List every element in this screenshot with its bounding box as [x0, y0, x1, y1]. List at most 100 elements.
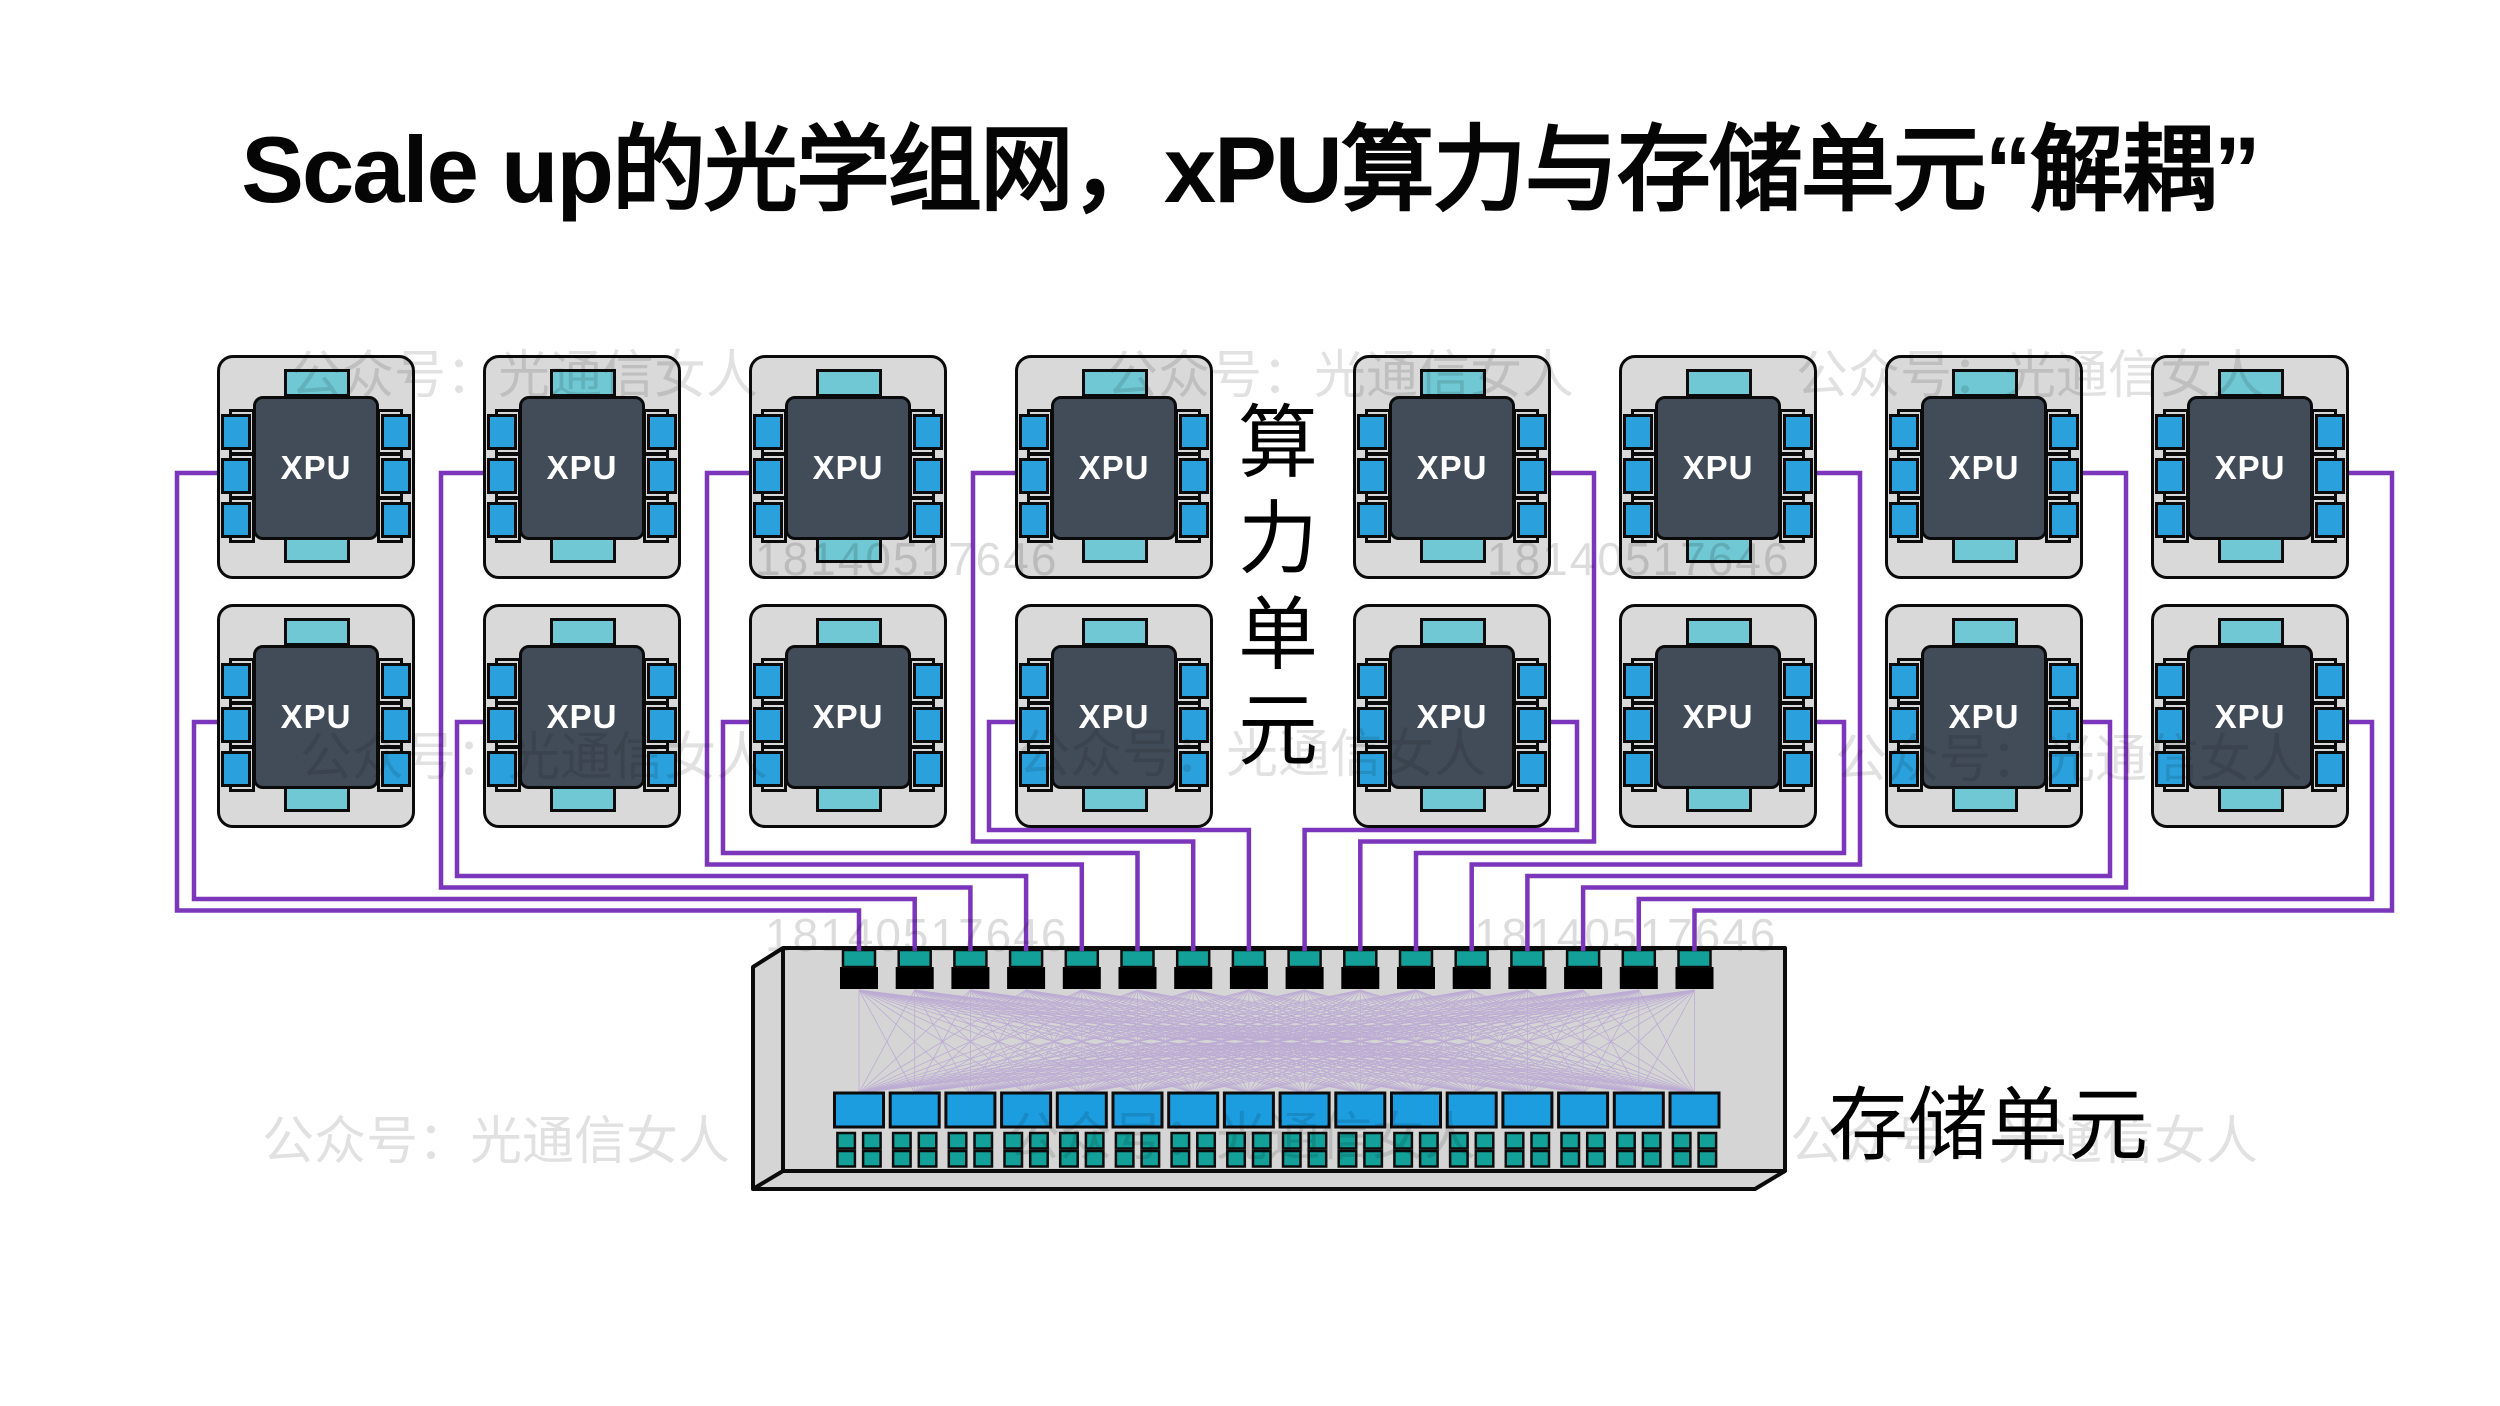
chip-port-left-2	[1357, 458, 1387, 494]
chip-connector-top	[2218, 369, 2284, 397]
chip-port-right-2	[647, 707, 677, 743]
chip-port-left-1	[1357, 414, 1387, 450]
uplink-port-body	[1675, 967, 1714, 989]
uplink-port-tip	[1175, 948, 1211, 969]
xpu-chip-r2-c6: XPU	[1619, 604, 1817, 828]
uplink-port-body	[1062, 967, 1101, 989]
chip-port-right-3	[2049, 751, 2079, 787]
optical-module	[1055, 1091, 1108, 1129]
uplink-port-tip	[1621, 948, 1657, 969]
chip-port-right-3	[647, 751, 677, 787]
xpu-link-line-13	[1525, 719, 2113, 951]
chip-port-left-1	[1623, 663, 1653, 699]
storage-port	[1697, 1149, 1718, 1168]
chip-die: XPU	[1051, 645, 1177, 789]
chip-connector-top	[816, 369, 882, 397]
chip-port-left-1	[1357, 663, 1387, 699]
chip-port-left-1	[1623, 414, 1653, 450]
uplink-port-body	[1619, 967, 1658, 989]
xpu-link-line-2	[191, 719, 917, 951]
chip-port-right-1	[2049, 663, 2079, 699]
chip-label: XPU	[1948, 449, 2020, 486]
xpu-chip-r1-c3: XPU	[749, 355, 947, 579]
uplink-port-tip	[1064, 948, 1100, 969]
chip-port-left-3	[1889, 751, 1919, 787]
chip-port-right-1	[913, 663, 943, 699]
storage-port	[973, 1149, 994, 1168]
chip-label: XPU	[2214, 698, 2286, 735]
storage-port	[1140, 1149, 1161, 1168]
chip-port-left-3	[487, 751, 517, 787]
storage-port	[1560, 1149, 1581, 1168]
chip-port-left-3	[221, 751, 251, 787]
chip-port-left-3	[753, 751, 783, 787]
storage-port	[1337, 1131, 1358, 1150]
optical-module	[1167, 1091, 1220, 1129]
chip-label: XPU	[1416, 449, 1488, 486]
xpu-link-line-14	[1580, 470, 2129, 951]
xpu-chip-r1-c6: XPU	[1619, 355, 1817, 579]
xpu-chip-r2-c1: XPU	[217, 604, 415, 828]
chip-port-right-2	[1179, 707, 1209, 743]
storage-port	[1337, 1149, 1358, 1168]
uplink-port-tip	[953, 948, 988, 969]
storage-port	[1003, 1131, 1024, 1150]
optical-module	[1111, 1091, 1164, 1129]
storage-port	[1504, 1131, 1525, 1150]
storage-port	[861, 1149, 882, 1168]
chip-label: XPU	[546, 698, 618, 735]
chip-connector-top	[550, 618, 616, 646]
chip-port-left-3	[2155, 751, 2185, 787]
uplink-port-tip	[841, 948, 877, 969]
storage-port	[1615, 1131, 1636, 1150]
uplink-port-body	[1508, 967, 1547, 989]
chip-port-left-3	[1019, 502, 1049, 538]
xpu-chip-r2-c8: XPU	[2151, 604, 2349, 828]
chip-port-right-3	[2315, 751, 2345, 787]
xpu-chip-r2-c7: XPU	[1885, 604, 2083, 828]
optical-module	[833, 1091, 885, 1129]
chip-connector-top	[1420, 618, 1486, 646]
chip-port-right-2	[647, 458, 677, 494]
xpu-chip-r2-c5: XPU	[1353, 604, 1551, 828]
chip-connector-top	[1686, 618, 1752, 646]
optical-module	[1557, 1091, 1610, 1129]
chip-port-right-2	[381, 458, 411, 494]
chip-connector-top	[284, 369, 350, 397]
uplink-port-tip	[1454, 948, 1489, 969]
optical-module	[1445, 1091, 1498, 1129]
uplink-port-body	[1007, 967, 1046, 989]
xpu-chip-r1-c7: XPU	[1885, 355, 2083, 579]
chip-port-left-1	[221, 414, 251, 450]
chip-port-left-3	[1889, 502, 1919, 538]
uplink-port-tip	[1565, 948, 1601, 969]
chip-port-right-3	[1783, 751, 1813, 787]
storage-port	[947, 1149, 968, 1168]
storage-port	[1084, 1131, 1105, 1150]
chip-port-right-1	[2049, 414, 2079, 450]
uplink-port-body	[1118, 967, 1157, 989]
chip-port-left-3	[2155, 502, 2185, 538]
chip-label: XPU	[1078, 698, 1150, 735]
storage-port	[1114, 1149, 1135, 1168]
xpu-link-line-15	[1636, 719, 2375, 951]
chip-connector-top	[1686, 369, 1752, 397]
xpu-link-line-3	[438, 470, 973, 951]
chip-port-right-1	[913, 414, 943, 450]
uplink-port-tip	[897, 948, 932, 969]
chip-port-left-1	[2155, 414, 2185, 450]
uplink-port-tip	[1287, 948, 1322, 969]
xpu-link-line-6	[720, 719, 1140, 951]
storage-port	[1196, 1149, 1217, 1168]
storage-port	[1084, 1149, 1105, 1168]
chip-port-right-2	[1783, 458, 1813, 494]
storage-port	[1530, 1131, 1551, 1150]
storage-port	[1028, 1131, 1049, 1150]
chip-port-right-1	[381, 663, 411, 699]
chip-connector-top	[1082, 369, 1148, 397]
chip-label: XPU	[1948, 698, 2020, 735]
chip-port-right-2	[2315, 707, 2345, 743]
chip-die: XPU	[1389, 645, 1515, 789]
chip-die: XPU	[785, 645, 911, 789]
